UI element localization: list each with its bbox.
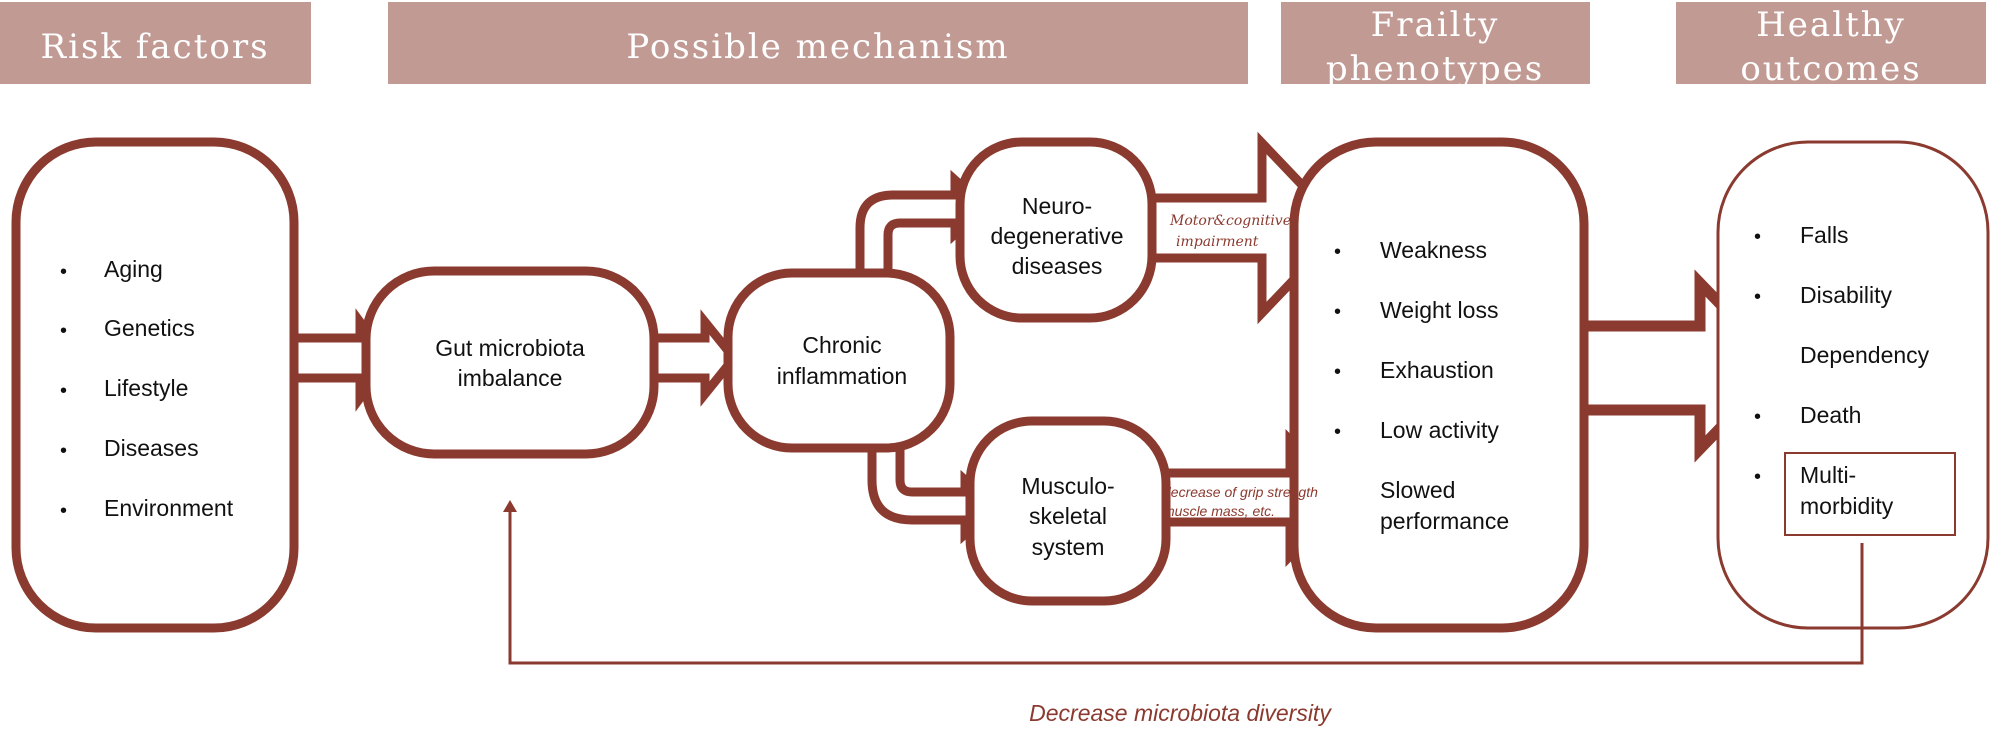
risk-item-environment: Environment — [104, 495, 234, 521]
header-frailty-phenotypes — [1281, 2, 1590, 84]
header-possible-mechanism-text: Possible mechanism — [626, 27, 1009, 67]
header-possible-mechanism — [388, 2, 1248, 84]
phenotype-performance: performance — [1380, 508, 1509, 534]
inflammation-label-line2: inflammation — [777, 363, 907, 389]
bullet-dot: • — [1334, 361, 1341, 383]
bullet-dot: • — [1754, 286, 1761, 308]
gut-label-line1: Gut microbiota — [435, 335, 585, 361]
bullet-dot: • — [60, 440, 67, 462]
neuro-label-line3: diseases — [1012, 253, 1103, 279]
neuro-label-line2: degenerative — [991, 223, 1124, 249]
bullet-dot: • — [60, 320, 67, 342]
healthy-outcomes-list: • Falls • Disability Dependency • Death … — [1754, 222, 1956, 536]
inflammation-label-line1: Chronic — [802, 332, 881, 358]
bullet-dot: • — [60, 380, 67, 402]
frailty-phenotypes-box — [1289, 137, 1589, 633]
chronic-inflammation-box — [723, 268, 955, 453]
note-motor-cognitive: Motor&cognitive — [1169, 213, 1291, 229]
header-healthy-outcomes — [1676, 2, 1986, 84]
frailty-phenotypes-list: • Weakness • Weight loss • Exhaustion • … — [1334, 237, 1509, 534]
bullet-dot: • — [60, 500, 67, 522]
bullet-dot: • — [1754, 406, 1761, 428]
risk-factors-list: • Aging • Genetics • Lifestyle • Disease… — [60, 256, 234, 522]
note-grip-strength: decrease of grip strength — [1163, 484, 1318, 500]
bullet-dot: • — [1334, 241, 1341, 263]
risk-item-lifestyle: Lifestyle — [104, 375, 188, 401]
multimorbidity-box — [1784, 452, 1956, 536]
musculo-label-line1: Musculo- — [1021, 473, 1114, 499]
note-impairment: impairment — [1176, 234, 1259, 250]
musculo-label-line2: skeletal — [1029, 503, 1107, 529]
header-risk-factors — [0, 2, 311, 84]
outcome-disability: Disability — [1800, 282, 1893, 308]
feedback-loop-line — [508, 510, 1864, 665]
gut-microbiota-box — [361, 266, 659, 459]
header-outcomes-line2: outcomes — [1740, 49, 1921, 89]
gut-label-line2: imbalance — [458, 365, 563, 391]
header-frailty-line1: Frailty — [1371, 5, 1500, 45]
risk-item-aging: Aging — [104, 256, 163, 282]
phenotype-weakness: Weakness — [1380, 237, 1487, 263]
neuro-label-line1: Neuro- — [1022, 193, 1092, 219]
note-muscle-mass: muscle mass, etc. — [1163, 503, 1275, 519]
outcome-morbidity: morbidity — [1800, 493, 1894, 519]
bullet-dot: • — [1754, 466, 1761, 488]
outcome-multi: Multi- — [1800, 462, 1856, 488]
risk-item-diseases: Diseases — [104, 435, 199, 461]
header-frailty-line2: phenotypes — [1326, 49, 1544, 89]
outcome-falls: Falls — [1800, 222, 1849, 248]
healthy-outcomes-box — [1716, 140, 1990, 630]
outcome-dependency: Dependency — [1800, 342, 1930, 368]
phenotype-exhaustion: Exhaustion — [1380, 357, 1494, 383]
bullet-dot: • — [60, 261, 67, 283]
bullet-dot: • — [1754, 226, 1761, 248]
phenotype-weight-loss: Weight loss — [1380, 297, 1498, 323]
neurodegenerative-box — [955, 137, 1157, 323]
phenotype-low-activity: Low activity — [1380, 417, 1499, 443]
feedback-arrowhead — [503, 500, 517, 512]
feedback-label: Decrease microbiota diversity — [1029, 700, 1332, 726]
musculoskeletal-box — [965, 416, 1171, 606]
musculo-label-line3: system — [1032, 534, 1105, 560]
outcome-death: Death — [1800, 402, 1861, 428]
header-outcomes-line1: Healthy — [1756, 5, 1906, 45]
phenotype-slowed: Slowed — [1380, 477, 1455, 503]
bullet-dot: • — [1334, 421, 1341, 443]
bullet-dot: • — [1334, 301, 1341, 323]
risk-factors-box — [11, 137, 299, 633]
header-risk-factors-text: Risk factors — [40, 27, 269, 67]
risk-item-genetics: Genetics — [104, 315, 195, 341]
